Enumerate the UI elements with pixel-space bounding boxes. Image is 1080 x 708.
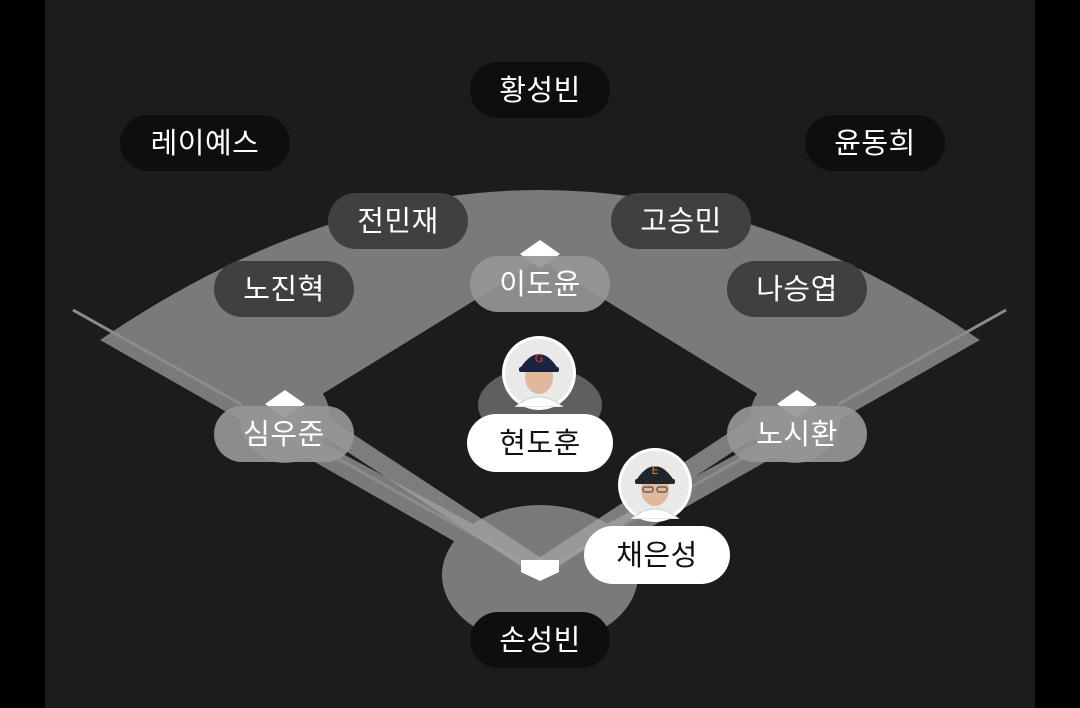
batter-player[interactable]: 채은성 (584, 526, 730, 584)
svg-text:E: E (652, 464, 659, 477)
first-base-area-player[interactable]: 나승엽 (727, 261, 867, 317)
right-field-player[interactable]: 윤동희 (805, 115, 945, 171)
player-photo-icon: E (621, 451, 689, 519)
third-base-player[interactable]: 심우준 (214, 406, 354, 462)
third-base-area-player[interactable]: 노진혁 (214, 261, 354, 317)
player-photo-icon: G (505, 339, 573, 407)
center-field-player[interactable]: 황성빈 (470, 62, 610, 118)
first-base-player[interactable]: 노시환 (727, 406, 867, 462)
batter-avatar[interactable]: E (618, 448, 692, 522)
second-base-bag-player[interactable]: 이도윤 (470, 256, 610, 312)
pitcher-avatar[interactable]: G (502, 336, 576, 410)
home-plate (521, 560, 559, 581)
second-base-player[interactable]: 고승민 (611, 193, 751, 249)
left-field-player[interactable]: 레이예스 (120, 115, 290, 171)
shortstop-player[interactable]: 전민재 (328, 193, 468, 249)
svg-text:G: G (535, 352, 544, 365)
catcher-player[interactable]: 손성빈 (470, 612, 610, 668)
pitcher-player[interactable]: 현도훈 (467, 414, 613, 472)
